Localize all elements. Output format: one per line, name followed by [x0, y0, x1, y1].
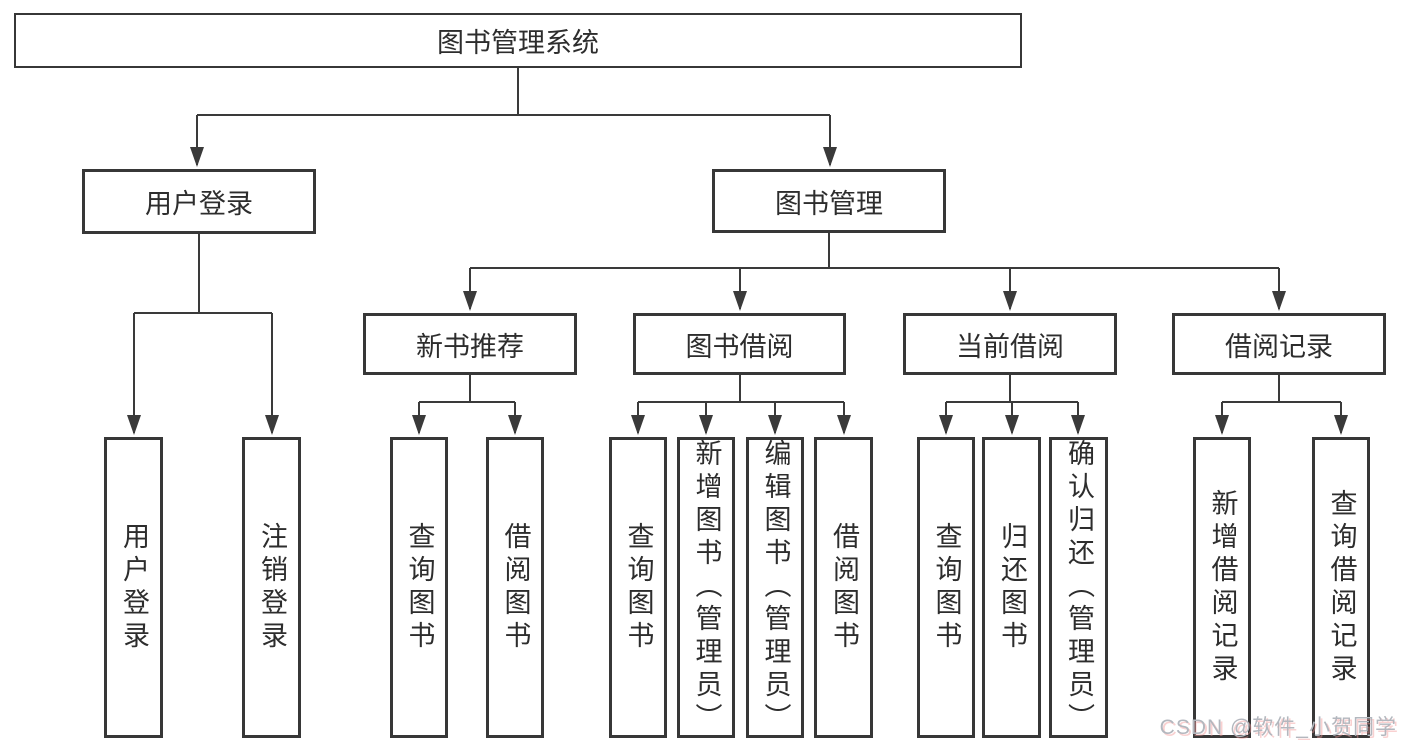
node-book-management: 图书管理	[712, 169, 946, 233]
node-edit-books-admin: 编辑图书（管理员）	[746, 437, 804, 738]
node-recommend-borrow-books: 借阅图书	[486, 437, 544, 738]
node-add-books-admin: 新增图书（管理员）	[677, 437, 735, 738]
node-user-login: 用户登录	[82, 169, 316, 234]
node-new-book-recommendation: 新书推荐	[363, 313, 577, 375]
csdn-watermark: CSDN @软件_小贺同学	[1159, 716, 1397, 739]
node-recommend-query-books: 查询图书	[390, 437, 448, 738]
node-user-login-leaf: 用户登录	[104, 437, 163, 738]
node-borrowing-records: 借阅记录	[1172, 313, 1386, 375]
node-book-borrowing: 图书借阅	[633, 313, 846, 375]
node-current-query-books: 查询图书	[917, 437, 975, 738]
node-confirm-return-admin: 确认归还（管理员）	[1049, 437, 1108, 738]
node-current-borrowing: 当前借阅	[903, 313, 1117, 375]
node-return-books: 归还图书	[982, 437, 1041, 738]
node-borrowing-query-books: 查询图书	[609, 437, 667, 738]
node-logout: 注销登录	[242, 437, 301, 738]
node-system-root: 图书管理系统	[14, 13, 1022, 68]
node-query-borrow-record: 查询借阅记录	[1312, 437, 1370, 738]
node-borrow-books: 借阅图书	[814, 437, 873, 738]
node-add-borrow-record: 新增借阅记录	[1193, 437, 1251, 738]
